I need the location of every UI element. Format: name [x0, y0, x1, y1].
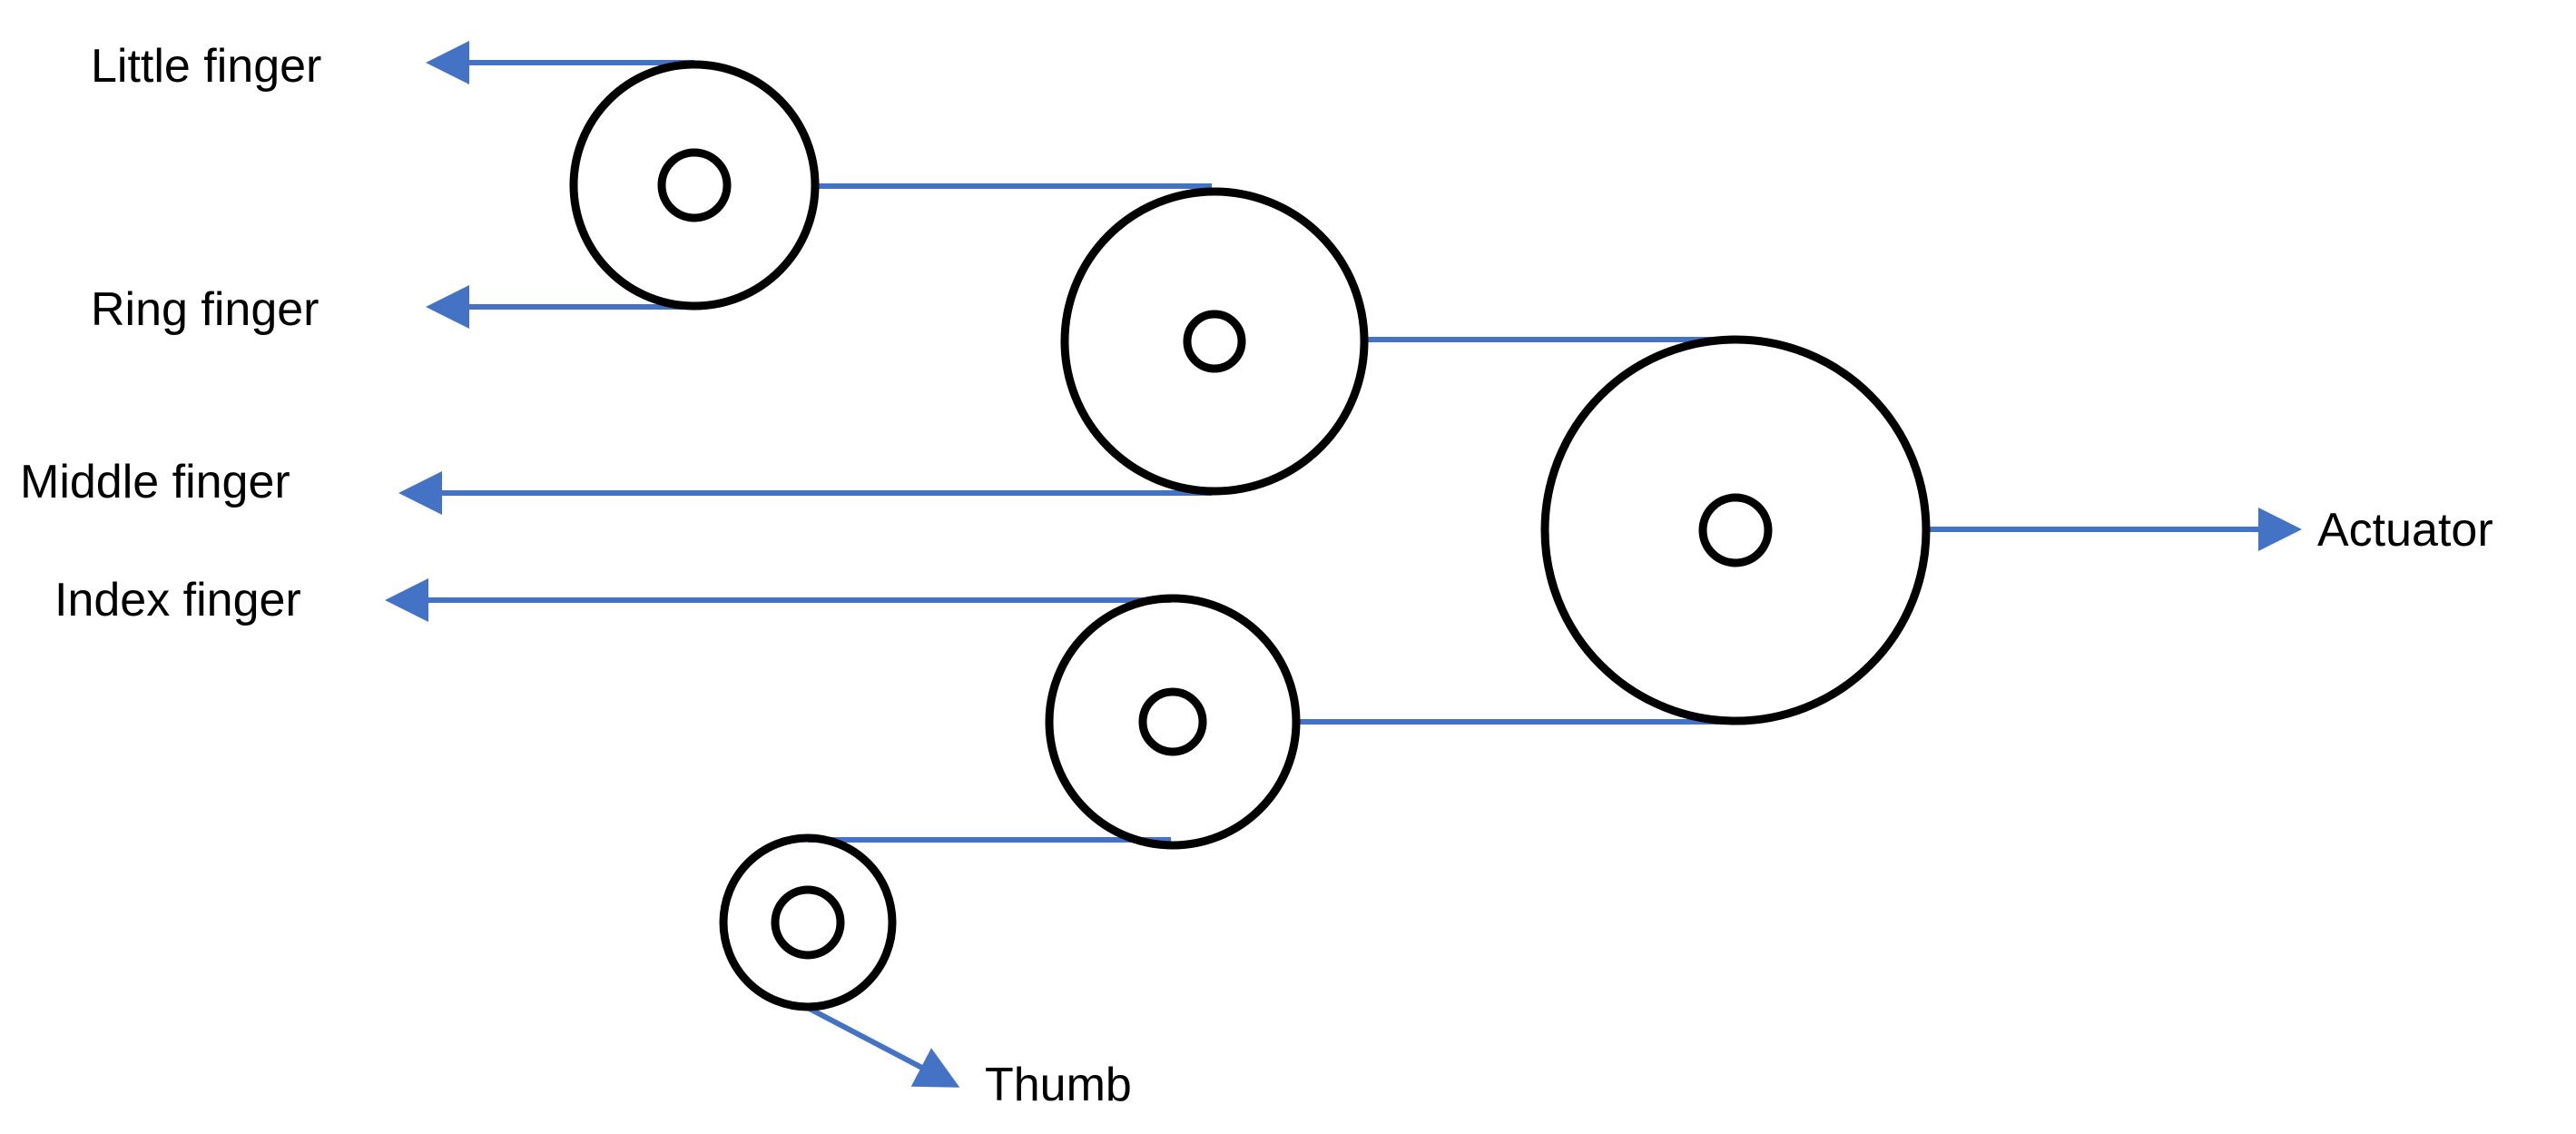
label-actuator: Actuator: [2317, 504, 2493, 557]
pulley-outer: [1060, 187, 1369, 496]
pulley-hub: [1698, 493, 1773, 567]
pulley-outer: [719, 833, 897, 1011]
pulley-outer: [569, 60, 820, 311]
label-middle-finger: Middle finger: [20, 456, 290, 508]
pulley-outer: [1540, 335, 1931, 725]
pulley-hub: [1138, 687, 1207, 756]
cables: [385, 41, 2302, 1088]
labels: Little finger Ring finger Middle finger …: [20, 40, 2493, 1111]
pulley-little-ring: [569, 60, 820, 311]
label-index-finger: Index finger: [54, 574, 301, 626]
pulley-outer: [1045, 594, 1301, 850]
label-thumb: Thumb: [985, 1059, 1132, 1111]
pulley-thumb: [719, 833, 897, 1011]
pulley-hub: [1183, 310, 1246, 373]
pulley-actuator: [1540, 335, 1931, 725]
pulleys: [569, 60, 1931, 1011]
pulley-index: [1045, 594, 1301, 850]
label-ring-finger: Ring finger: [91, 283, 319, 336]
thumb-cable: [806, 1005, 960, 1088]
pulley-hub: [771, 885, 845, 960]
pulley-middle: [1060, 187, 1369, 496]
pulley-hub: [657, 148, 732, 222]
label-little-finger: Little finger: [91, 40, 321, 93]
